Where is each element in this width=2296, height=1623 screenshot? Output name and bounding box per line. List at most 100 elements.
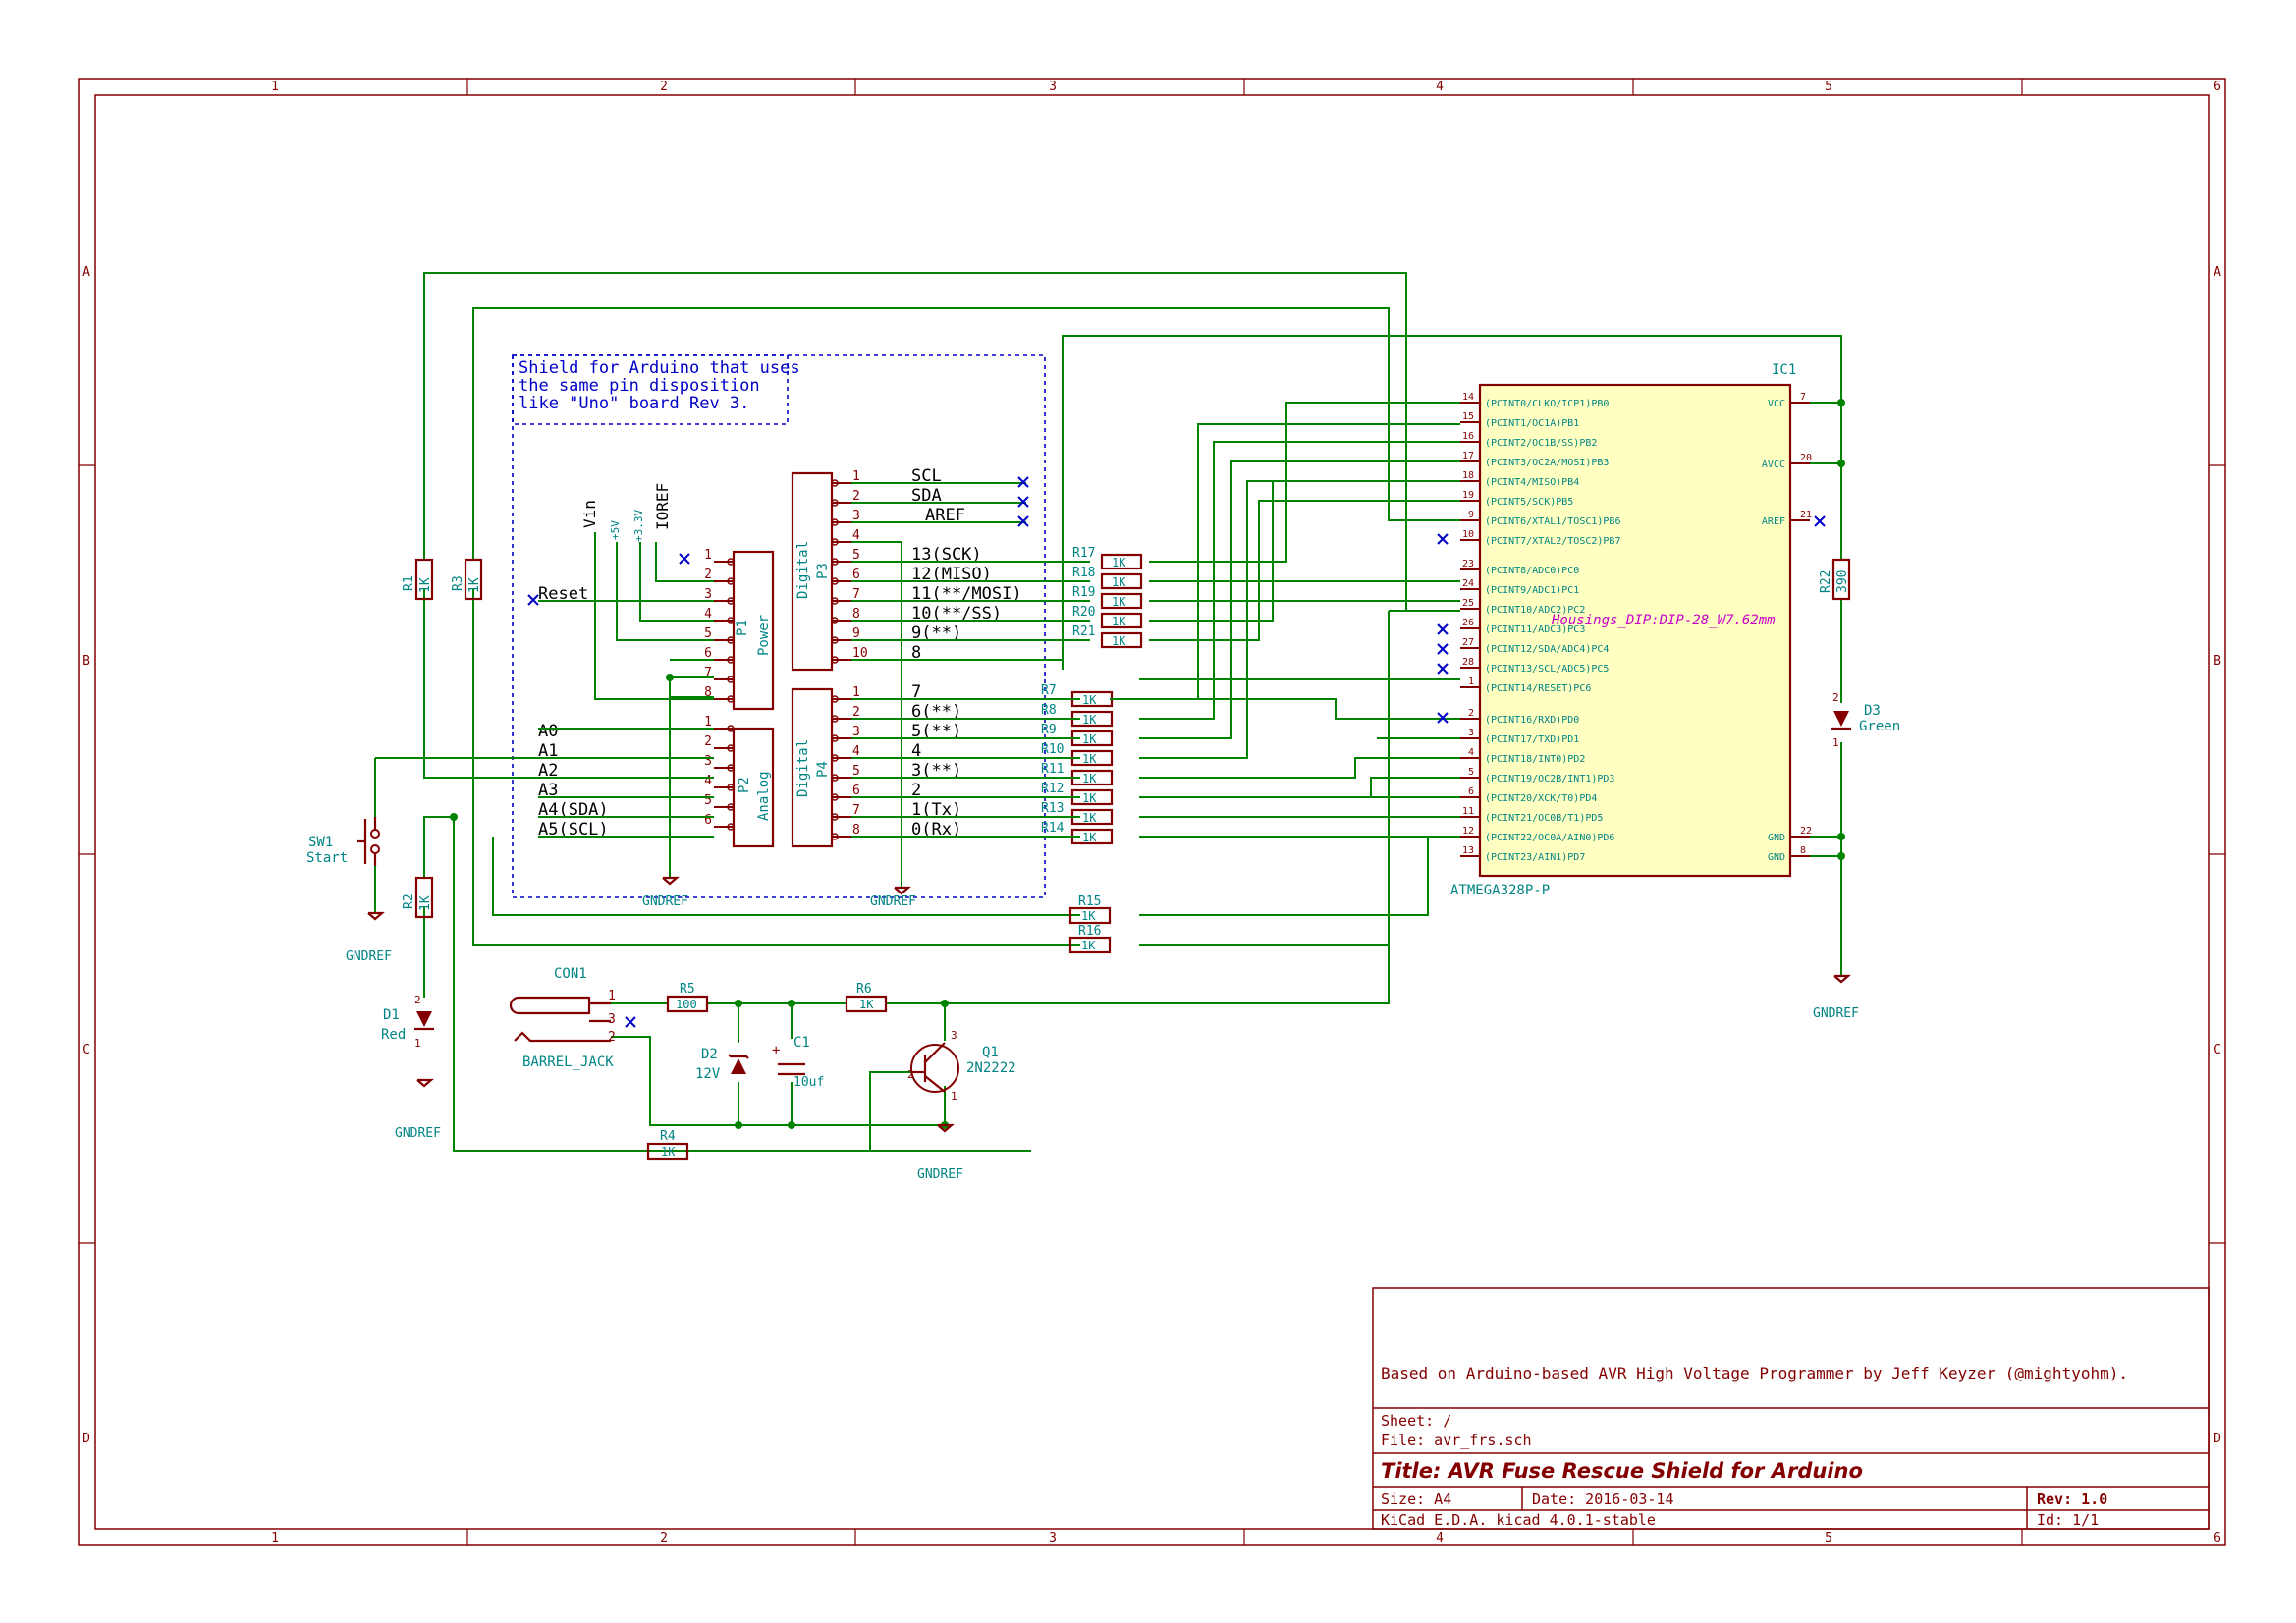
r2-value: 1K bbox=[418, 895, 433, 911]
header-pin-socket bbox=[727, 764, 735, 772]
r15-value: 1K bbox=[1081, 909, 1096, 923]
resistor-r6[interactable]: R6 1K bbox=[845, 982, 888, 1013]
row-label: D bbox=[82, 1432, 90, 1446]
switch-sw1[interactable]: SW1 Start bbox=[306, 817, 380, 866]
header-pin-socket bbox=[831, 538, 839, 546]
barrel-jack-con1[interactable]: CON1 BARREL_JACK 1 3 2 bbox=[509, 966, 616, 1070]
col-label: 4 bbox=[1436, 1531, 1444, 1545]
ic1-pin-name: VCC bbox=[1768, 399, 1785, 409]
header-pin-socket bbox=[831, 518, 839, 526]
header-pin-number: 4 bbox=[852, 744, 860, 759]
header-pin-number: 1 bbox=[852, 469, 860, 484]
d3-pin1: 1 bbox=[1832, 736, 1839, 749]
ic1-pin-name: (PCINT1/OC1A)PB1 bbox=[1485, 418, 1579, 429]
ic1-pin-number: 22 bbox=[1800, 826, 1812, 837]
ic1-pin-number: 28 bbox=[1462, 657, 1474, 668]
q1-value: 2N2222 bbox=[966, 1060, 1016, 1076]
ioref-label: IOREF bbox=[653, 483, 672, 530]
p3-net-label: 12(MISO) bbox=[911, 565, 992, 584]
q1-ref: Q1 bbox=[982, 1045, 999, 1060]
resistor-ref: R17 bbox=[1072, 546, 1095, 561]
zener-d2[interactable]: D2 12V bbox=[695, 1047, 749, 1082]
resistor-r15[interactable]: R15 1K bbox=[1068, 894, 1112, 925]
ic1-pin-number: 5 bbox=[1468, 767, 1474, 778]
ic1-pin-number: 24 bbox=[1462, 578, 1474, 589]
header-pin-number: 6 bbox=[852, 784, 860, 798]
header-pin-number: 5 bbox=[852, 548, 860, 563]
ic1-pin-name: (PCINT22/OC0A/AIN0)PD6 bbox=[1485, 833, 1614, 843]
resistor-ref: R19 bbox=[1072, 585, 1095, 600]
col-label: 5 bbox=[1825, 80, 1832, 94]
con1-pin1: 1 bbox=[608, 989, 616, 1003]
tb-id: Id: 1/1 bbox=[2037, 1511, 2099, 1529]
resistor-value: 1K bbox=[1112, 575, 1126, 589]
ic1-pin-name: (PCINT21/OC0B/T1)PD5 bbox=[1485, 813, 1603, 824]
resistor-ref: R11 bbox=[1041, 762, 1064, 777]
resistor-r22[interactable]: R22 390 bbox=[1819, 558, 1851, 601]
led-d1[interactable]: D1 Red 2 1 bbox=[381, 994, 434, 1050]
resistor-r5[interactable]: R5 100 bbox=[666, 982, 709, 1013]
p2-value: Analog bbox=[756, 771, 772, 821]
gnd-symbols: GNDREF GNDREF GNDREF GNDREF GNDREF GNDRE… bbox=[346, 876, 1859, 1182]
resistor-body[interactable] bbox=[1100, 592, 1143, 610]
r3-ref: R3 bbox=[451, 575, 465, 591]
d1-pin2: 2 bbox=[414, 994, 421, 1006]
ic1-pin-number: 13 bbox=[1462, 845, 1474, 856]
gnd-sw1: GNDREF bbox=[346, 911, 392, 964]
ic1-pin-number: 1 bbox=[1468, 676, 1474, 687]
ic1-pin-number: 19 bbox=[1462, 490, 1474, 501]
header-pin-number: 4 bbox=[704, 774, 712, 788]
ic1-pin-number: 21 bbox=[1800, 510, 1812, 520]
led-d3[interactable]: D3 Green 2 1 bbox=[1831, 691, 1900, 749]
ic1-pin-number: 23 bbox=[1462, 559, 1474, 569]
p1-ref: P1 bbox=[735, 620, 750, 636]
ic1-pin-number: 27 bbox=[1462, 637, 1474, 648]
ic1-pin-number: 6 bbox=[1468, 786, 1474, 797]
p4-net-label: 7 bbox=[911, 682, 921, 702]
r5-value: 100 bbox=[676, 998, 697, 1011]
header-pin-socket bbox=[831, 695, 839, 703]
resistor-body[interactable] bbox=[1100, 631, 1143, 649]
resistor-r4[interactable]: R4 1K bbox=[646, 1129, 689, 1161]
resistor-r1[interactable]: R1 1K bbox=[402, 558, 434, 601]
ic1-pin-name: (PCINT18/INT0)PD2 bbox=[1485, 754, 1585, 765]
tb-tool: KiCad E.D.A. kicad 4.0.1-stable bbox=[1381, 1511, 1656, 1529]
resistor-value: 1K bbox=[1082, 713, 1097, 727]
gnd-label: GNDREF bbox=[642, 894, 688, 909]
ic1-atmega328p[interactable]: IC1 ATMEGA328P-P Housings_DIP:DIP-28_W7.… bbox=[1450, 362, 1812, 898]
p3-net-label: 10(**/SS) bbox=[911, 604, 1002, 623]
resistor-body[interactable] bbox=[1100, 553, 1143, 570]
d3-pin2: 2 bbox=[1832, 691, 1839, 704]
r1-ref: R1 bbox=[402, 575, 416, 591]
header-pin-socket bbox=[727, 823, 735, 831]
resistor-body[interactable] bbox=[1100, 572, 1143, 590]
resistor-ref: R9 bbox=[1041, 723, 1057, 737]
gnd-p3: GNDREF bbox=[870, 886, 916, 909]
header-pin-number: 8 bbox=[704, 685, 712, 700]
q1-pin2: 2 bbox=[907, 1068, 914, 1081]
transistor-q1[interactable]: Q1 2N2222 3 2 1 bbox=[907, 1029, 1016, 1103]
header-pin-socket bbox=[727, 636, 735, 644]
resistor-value: 1K bbox=[1112, 595, 1126, 609]
resistor-r2[interactable]: R2 1K bbox=[402, 876, 434, 919]
p4-net-label: 5(**) bbox=[911, 722, 961, 741]
p3-ref: P3 bbox=[815, 563, 831, 579]
resistor-r3[interactable]: R3 1K bbox=[451, 558, 483, 601]
capacitor-c1[interactable]: + C1 10uf bbox=[772, 1035, 824, 1090]
ic1-pin-name: AVCC bbox=[1762, 460, 1785, 470]
q1-pin3: 3 bbox=[951, 1029, 957, 1042]
resistor-body[interactable] bbox=[1100, 612, 1143, 629]
row-label: D bbox=[2214, 1432, 2221, 1446]
r3-value: 1K bbox=[467, 577, 482, 593]
header-pin-socket bbox=[831, 617, 839, 624]
header-pin-number: 6 bbox=[852, 568, 860, 582]
resistor-r16[interactable]: R16 1K bbox=[1068, 924, 1112, 954]
